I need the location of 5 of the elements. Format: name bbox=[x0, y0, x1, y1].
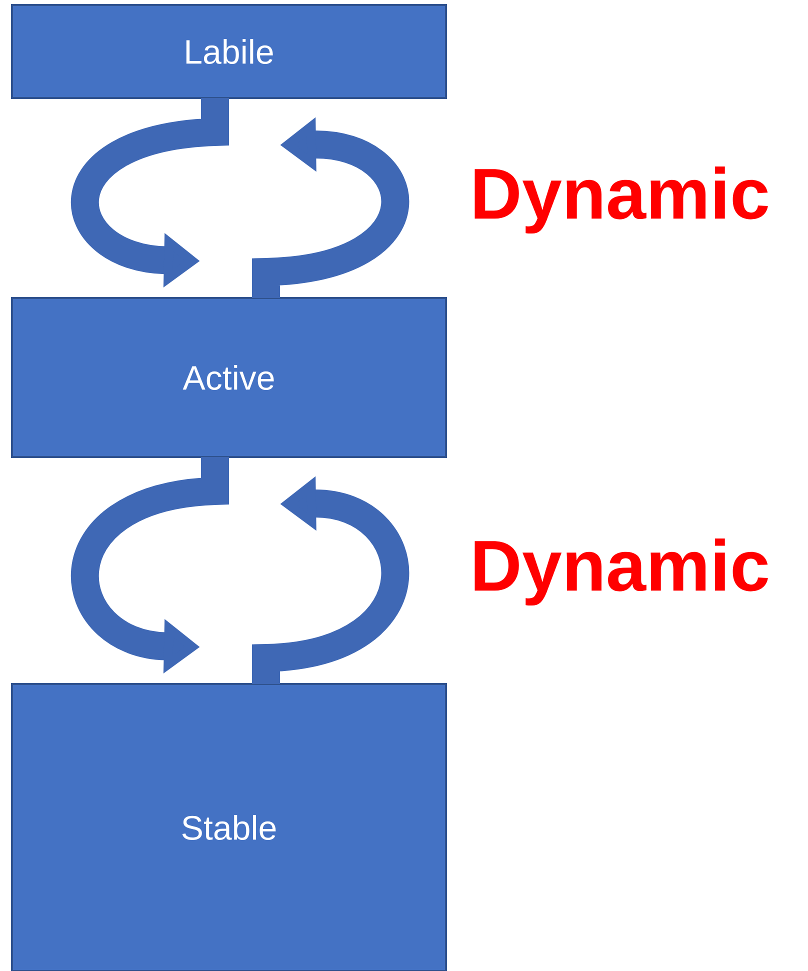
process-box: Active bbox=[11, 297, 447, 458]
process-box: Labile bbox=[11, 4, 447, 99]
dynamic-label: Dynamic bbox=[474, 166, 768, 234]
dynamic-label: Dynamic bbox=[474, 538, 768, 606]
process-box: Stable bbox=[11, 683, 447, 971]
